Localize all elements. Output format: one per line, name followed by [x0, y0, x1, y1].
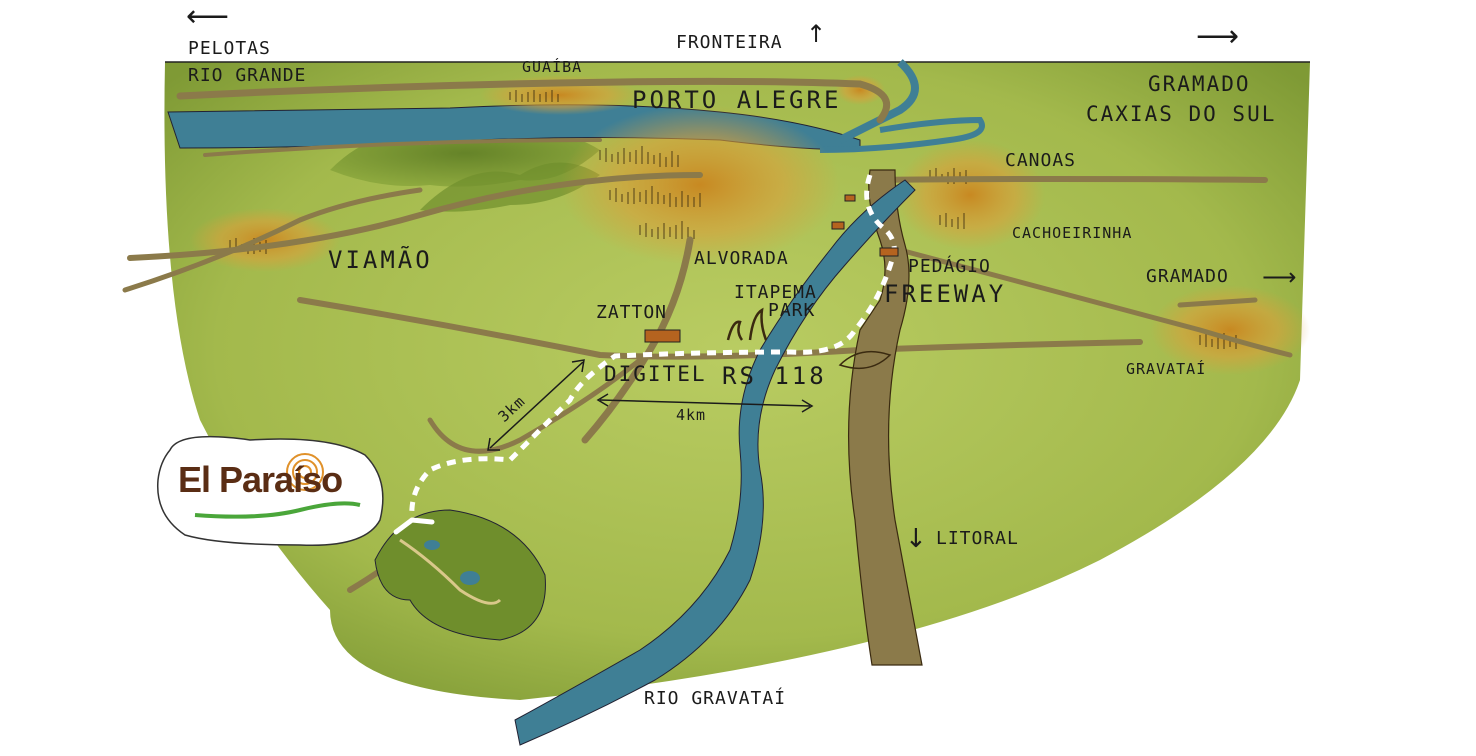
zatton-site	[644, 329, 681, 343]
label-4km: 4km	[676, 406, 707, 424]
logo-wordmark: El Paraíso	[178, 459, 343, 500]
label-viamao: VIAMÃO	[328, 246, 433, 274]
urban-porto-alegre	[560, 105, 840, 265]
label-gravatai: GRAVATAÍ	[1126, 360, 1207, 378]
urban-viamao	[190, 208, 340, 272]
roads	[122, 77, 1293, 593]
label-pedagio: PEDÁGIO	[908, 256, 991, 277]
label-gramado-top: GRAMADO	[1148, 72, 1251, 96]
label-cachoeirinha: CACHOEIRINHA	[1012, 224, 1133, 242]
urban-canoas	[895, 140, 1045, 250]
label-digitel: DIGITEL	[604, 362, 707, 386]
label-porto-alegre: PORTO ALEGRE	[632, 86, 842, 114]
freeway	[847, 169, 923, 666]
road-rs118	[297, 297, 1143, 360]
road-gravatai	[897, 247, 1293, 358]
label-gramado-right: GRAMADO	[1146, 266, 1229, 287]
label-zatton: ZATTON	[596, 302, 668, 323]
label-rio-gravatai: RIO GRAVATAÍ	[644, 688, 787, 709]
label-freeway: FREEWAY	[884, 280, 1007, 308]
arrow-right-gramado-icon: ⟶	[1262, 263, 1297, 291]
label-alvorada: ALVORADA	[694, 248, 789, 269]
arrow-left-icon: ⟵	[186, 0, 230, 34]
label-park: PARK	[768, 300, 816, 321]
road-digitel	[427, 357, 643, 454]
route-arrowhead	[393, 517, 435, 535]
label-pelotas: PELOTAS	[188, 38, 271, 59]
label-canoas: CANOAS	[1005, 150, 1077, 171]
label-rio-grande: RIO GRANDE	[188, 65, 307, 86]
label-fronteira: FRONTEIRA	[676, 32, 783, 53]
arrow-right-icon: ⟶	[1196, 19, 1240, 54]
arrow-up-icon: ↑	[806, 20, 827, 48]
label-itapema: ITAPEMA	[734, 282, 817, 303]
label-rs118: RS 118	[722, 362, 827, 390]
distance-markers	[487, 359, 814, 451]
label-guaiba: GUAÍBA	[522, 58, 583, 76]
itapema-park-dinosaurs	[726, 307, 768, 341]
road-top-left	[176, 77, 891, 124]
logo-swoosh-icon	[194, 501, 361, 519]
logo-spiral-icon	[286, 453, 324, 491]
label-caxias: CAXIAS DO SUL	[1086, 102, 1277, 126]
label-litoral: LITORAL	[936, 528, 1019, 549]
urban-gravatai	[1150, 285, 1310, 375]
el-paraiso-property	[374, 509, 546, 641]
arrow-down-icon: ↓	[905, 524, 927, 554]
